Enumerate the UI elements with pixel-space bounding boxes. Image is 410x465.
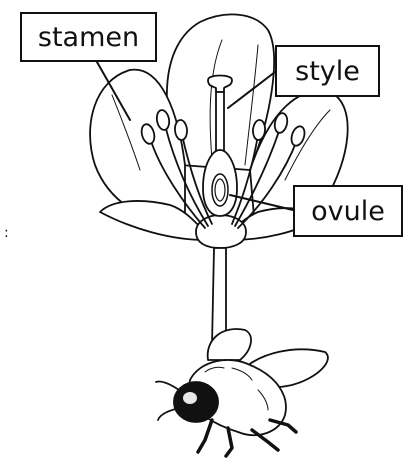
- bee-wing-left: [206, 328, 252, 361]
- pistil: [202, 74, 238, 217]
- style-label: style: [275, 45, 380, 97]
- bee-illustration: [155, 328, 329, 458]
- bee-antennae: [155, 380, 183, 421]
- style-stalk: [215, 91, 225, 153]
- stamen-label: stamen: [20, 12, 157, 62]
- ovule-leader: [229, 194, 294, 211]
- margin-mark: :: [4, 225, 9, 241]
- leader-lines: [96, 61, 294, 211]
- petal-front-left: [99, 200, 206, 241]
- ovule-shape: [211, 173, 229, 207]
- receptacle: [195, 214, 247, 249]
- bee-head: [173, 381, 219, 423]
- stamen-leader: [96, 61, 131, 121]
- stigma: [207, 74, 233, 93]
- stamens: [140, 109, 306, 229]
- ovule-label: ovule: [293, 185, 403, 237]
- style-leader: [227, 71, 276, 109]
- bee-legs: [196, 418, 298, 458]
